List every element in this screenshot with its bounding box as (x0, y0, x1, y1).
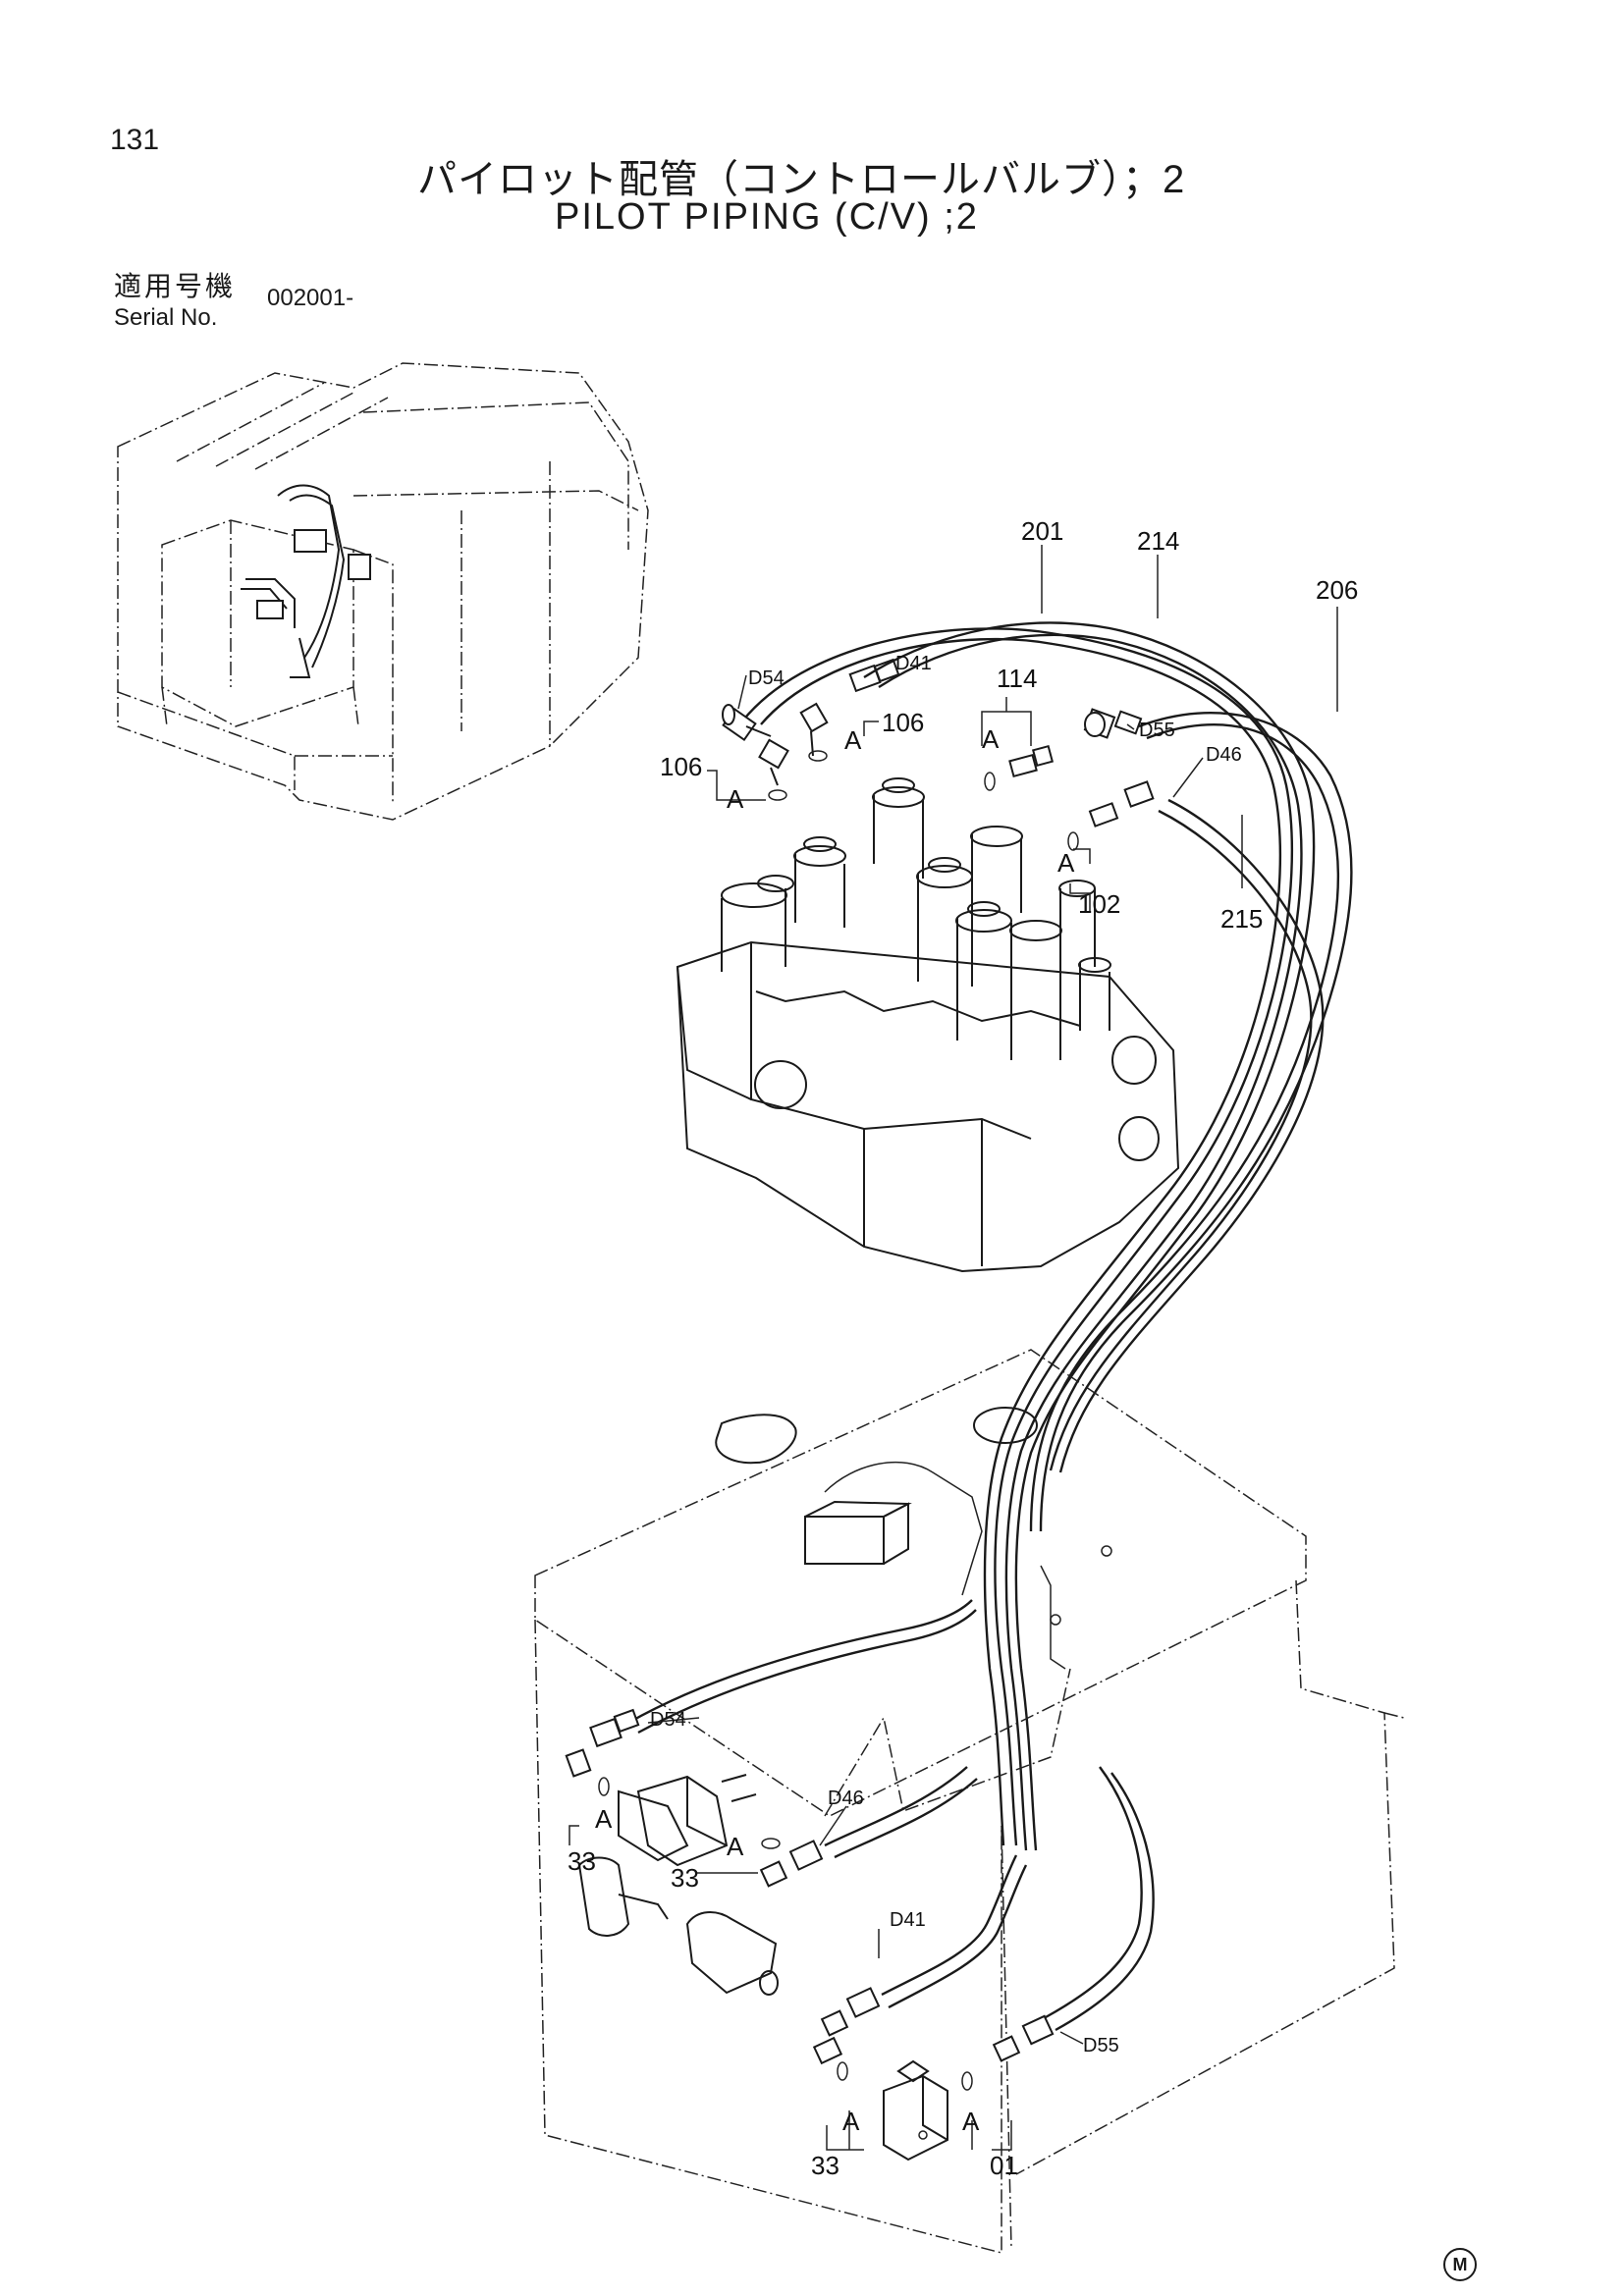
detail-a-4: A (1057, 848, 1075, 878)
serial-label: Serial No. (114, 304, 218, 331)
page-number: 131 (110, 124, 160, 156)
callout-d46-bottom: D46 (828, 1788, 864, 1809)
serial-label-japanese: 適用号機 (114, 271, 237, 301)
callout-d54-bottom: D54 (650, 1709, 686, 1731)
callout-33-a: 33 (568, 1846, 596, 1876)
callout-d41-bottom: D41 (890, 1909, 926, 1931)
detail-a-5: A (595, 1804, 613, 1834)
callout-d41-top: D41 (895, 653, 932, 674)
part-callouts: 201 214 206 215 114 106 106 102 D54 D41 … (568, 516, 1358, 2180)
callout-114: 114 (997, 664, 1037, 693)
callout-d55-top: D55 (1139, 720, 1175, 741)
callout-33-b: 33 (671, 1863, 699, 1893)
detail-a-2: A (844, 725, 862, 755)
page-title-japanese: パイロット配管（コントロールバルブ）；2 (417, 158, 1186, 201)
tank-fittings (565, 1599, 1155, 2162)
hydraulic-tank (534, 1349, 1405, 2254)
callout-201: 201 (1021, 516, 1063, 546)
callout-d54-top: D54 (748, 667, 785, 689)
callout-215: 215 (1220, 904, 1263, 934)
hose-bundle (745, 621, 1353, 1851)
detail-a-7: A (842, 2107, 860, 2136)
serial-number-value: 002001- (267, 285, 354, 311)
detail-a-6: A (727, 1832, 744, 1861)
callout-33-c: 33 (811, 2151, 839, 2180)
maker-mark-icon: M (1443, 2248, 1477, 2281)
page-title-english: PILOT PIPING (C/V) ;2 (555, 196, 979, 238)
callout-214: 214 (1137, 526, 1179, 556)
detail-a-8: A (962, 2107, 980, 2136)
leader-lines (568, 545, 1338, 2151)
callout-01: 01 (990, 2151, 1018, 2180)
callout-106-left: 106 (660, 752, 702, 781)
callout-206: 206 (1316, 575, 1358, 605)
control-valve (676, 777, 1180, 1273)
detail-a-1: A (982, 724, 1000, 754)
callout-d55-bottom: D55 (1083, 2035, 1119, 2056)
detail-a-3: A (727, 784, 744, 814)
machine-overview-inset (117, 362, 649, 821)
callout-102: 102 (1078, 889, 1120, 919)
callout-d46-top: D46 (1206, 744, 1242, 766)
callout-106-right: 106 (882, 708, 924, 737)
upper-fittings (722, 658, 1155, 851)
